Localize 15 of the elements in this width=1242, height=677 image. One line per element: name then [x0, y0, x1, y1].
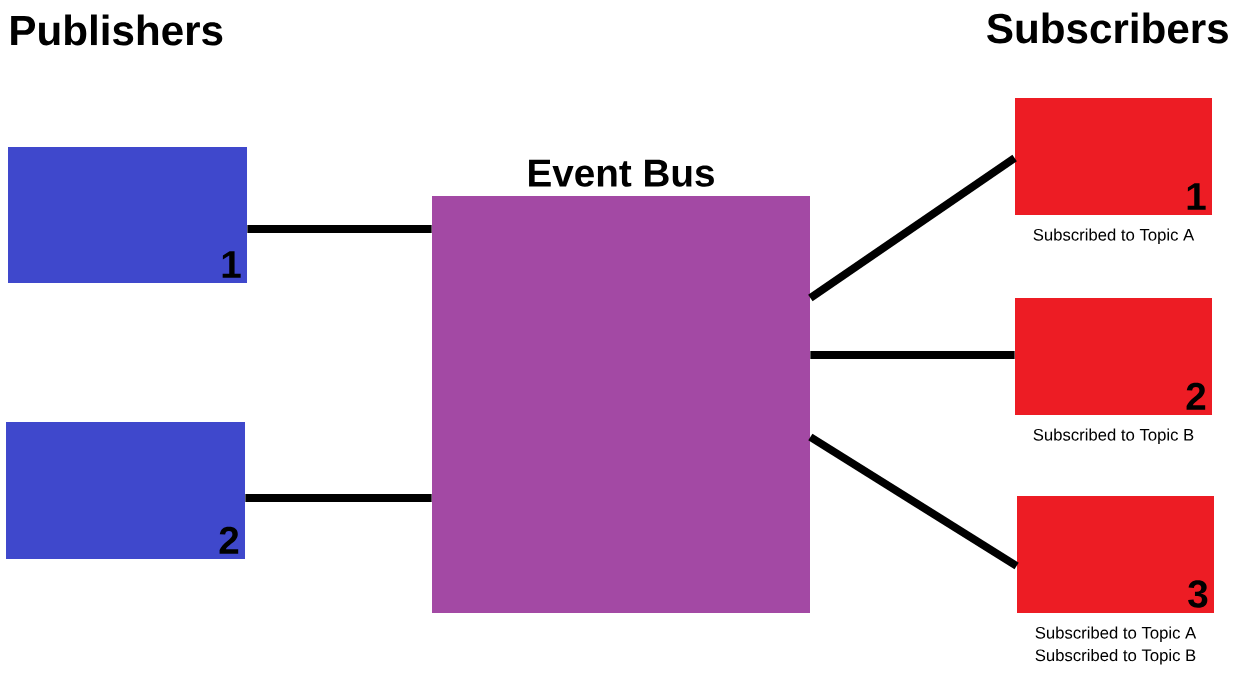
column-heading: Publishers	[11, 14, 223, 46]
subscriber-box: 2	[1015, 298, 1212, 415]
publisher-box: 2	[6, 422, 245, 559]
publisher-box: 1	[8, 147, 247, 283]
node-label: Event Bus	[529, 159, 714, 187]
subscription-label: Subscribed to Topic A	[1035, 626, 1197, 642]
subscription-label: Subscribed to Topic B	[1035, 648, 1196, 665]
column-heading: Subscribers	[987, 12, 1228, 44]
connector-line	[808, 433, 1019, 570]
subscriber-box: 3	[1017, 496, 1214, 613]
connector-line	[808, 154, 1017, 302]
event-bus-box: Event Bus	[432, 159, 810, 613]
subscription-label: Subscribed to Topic A	[1033, 228, 1195, 245]
subscriber-box: 1	[1015, 98, 1212, 215]
subscription-label: Subscribed to Topic B	[1033, 428, 1194, 444]
